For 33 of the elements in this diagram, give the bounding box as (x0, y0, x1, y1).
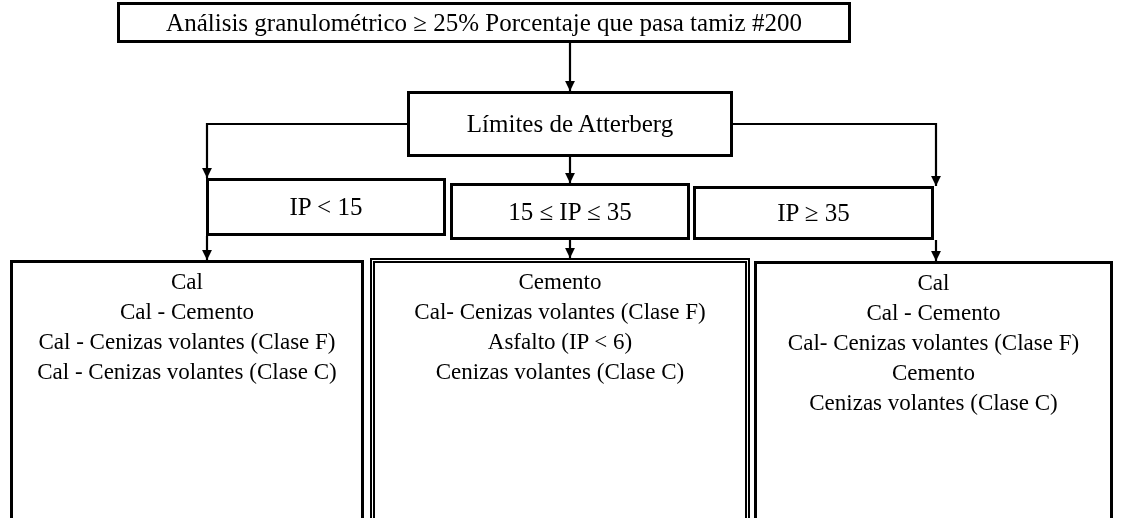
box-label: IP ≥ 35 (777, 199, 850, 227)
process-box (450, 183, 690, 240)
arrow (565, 157, 575, 183)
box-label: Análisis granulométrico ≥ 25% Porcentaje que pasa tamiz #200 (166, 8, 802, 37)
result-text: Cemento (518, 268, 602, 296)
result-text: Cal- Cenizas volantes (Clase F) (787, 329, 1080, 357)
result-text: Cenizas volantes (Clase C) (809, 389, 1058, 417)
process-box (693, 186, 934, 240)
result-text: Cal - Cemento (119, 298, 255, 326)
arrow (565, 240, 575, 258)
process-box (206, 178, 446, 236)
box-label: IP < 15 (289, 193, 363, 221)
result-box (370, 258, 750, 518)
result-text: Cemento (891, 359, 975, 387)
result-text: Asfalto (IP < 6) (487, 328, 633, 356)
arrow (202, 122, 407, 178)
arrow (202, 236, 212, 260)
arrow (733, 122, 941, 186)
arrow (565, 43, 575, 91)
box-label: 15 ≤ IP ≤ 35 (508, 197, 632, 226)
result-text: Cal- Cenizas volantes (Clase F) (414, 298, 706, 326)
result-text: Cal - Cenizas volantes (Clase C) (37, 358, 337, 386)
result-text: Cal - Cemento (866, 299, 1001, 327)
result-text: Cal (171, 268, 203, 296)
box-label: Límites de Atterberg (466, 110, 674, 138)
arrow (931, 240, 941, 261)
result-box (754, 261, 1113, 518)
process-box (117, 2, 851, 43)
result-text: Cal - Cenizas volantes (Clase F) (38, 328, 336, 356)
process-box (407, 91, 733, 157)
result-text: Cal (917, 269, 950, 297)
result-text: Cenizas volantes (Clase C) (435, 358, 685, 386)
result-box (10, 260, 364, 518)
